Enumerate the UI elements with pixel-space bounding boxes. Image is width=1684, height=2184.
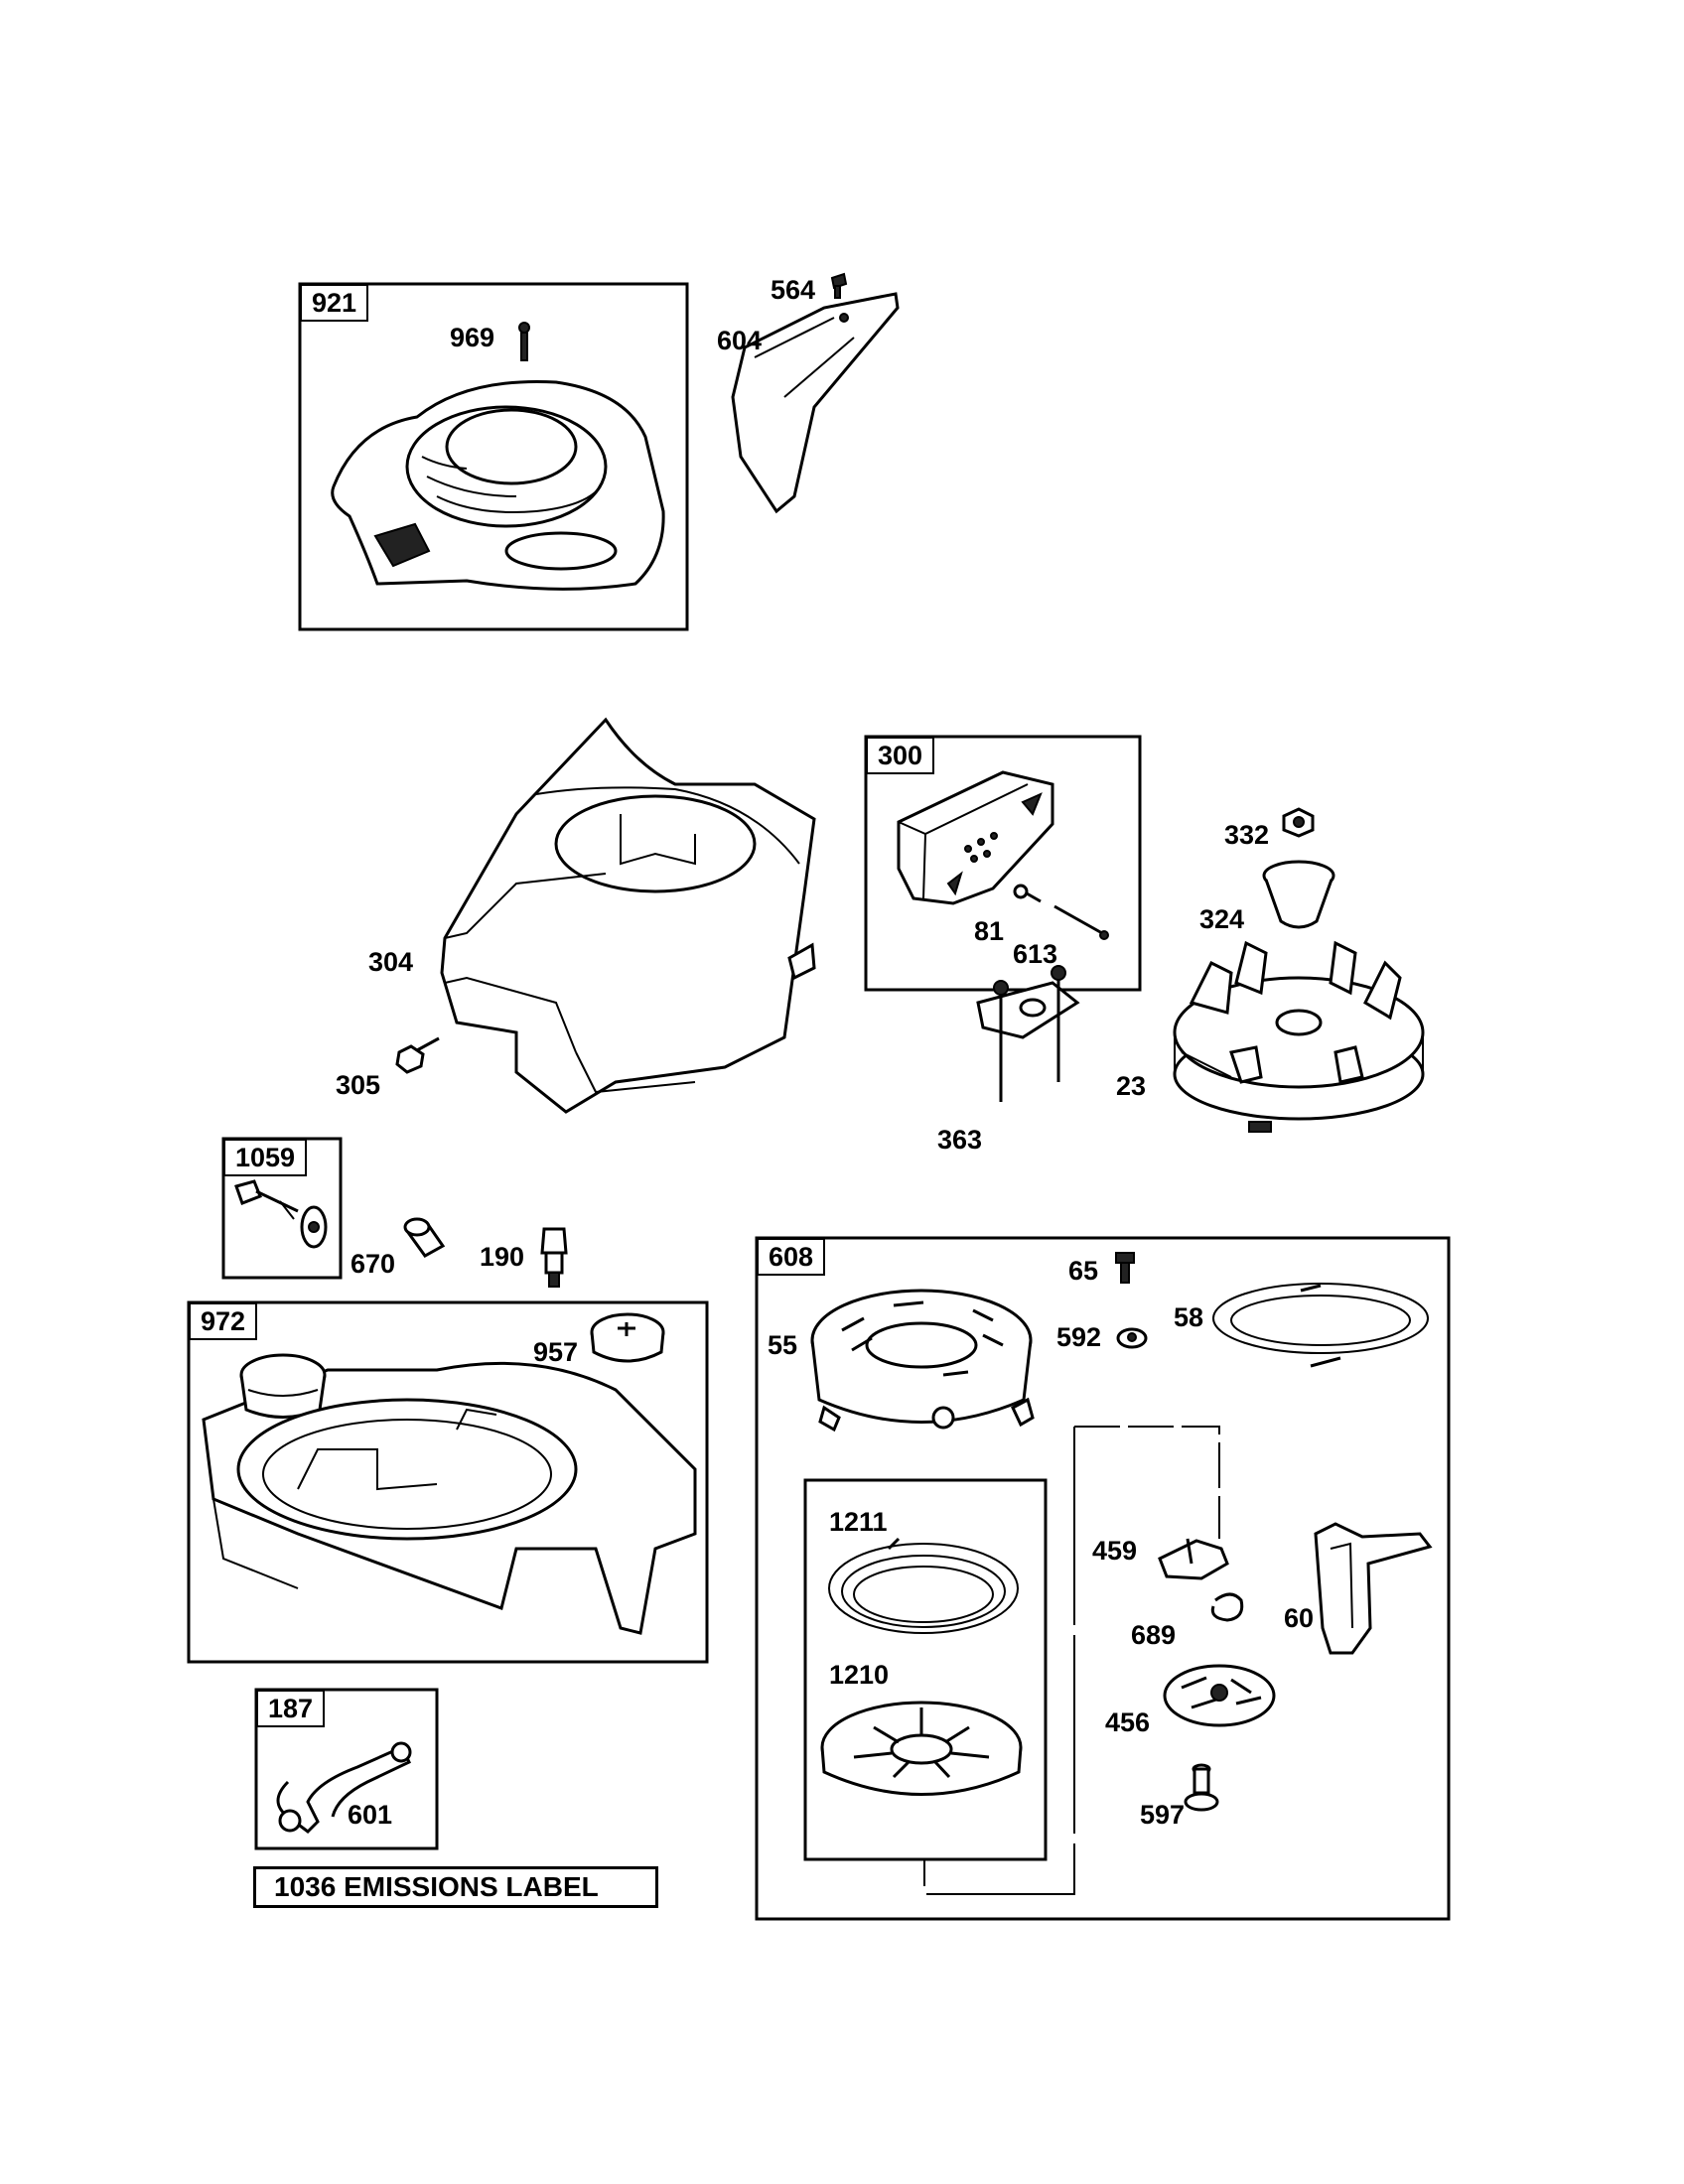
frame-608	[755, 1236, 1451, 1921]
blower-cover-921-icon	[331, 379, 665, 591]
handle-60-icon	[1314, 1522, 1433, 1655]
flywheel-23-icon	[1173, 940, 1425, 1133]
screw-597-icon	[1184, 1763, 1219, 1812]
fuel-tank-972-icon	[202, 1353, 697, 1635]
part-label-601: 601	[348, 1800, 393, 1830]
part-label-23: 23	[1116, 1071, 1147, 1101]
stud-1059-icon	[234, 1179, 328, 1249]
fitting-190-icon	[540, 1227, 568, 1288]
screw-65-icon	[1115, 1252, 1135, 1284]
part-label-670: 670	[351, 1249, 396, 1279]
part-label-613: 613	[1013, 939, 1058, 969]
part-label-58: 58	[1174, 1302, 1204, 1332]
nut-332-icon	[1282, 807, 1315, 838]
frame-921	[298, 282, 689, 631]
part-label-969: 969	[450, 323, 495, 352]
stud-613-icon	[1053, 904, 1109, 940]
frame-187	[254, 1688, 439, 1850]
link-line-upper	[1074, 1426, 1220, 1539]
rewind-spring-1211-icon	[828, 1537, 1019, 1634]
part-label-363: 363	[937, 1125, 983, 1155]
screw-564-icon	[830, 272, 848, 299]
group-tag-1059: 1059	[223, 1139, 308, 1176]
bolt-305-icon	[395, 1036, 440, 1074]
group-tag-187: 187	[256, 1690, 326, 1727]
bracket-363-icon	[976, 965, 1080, 1102]
group-tag-921: 921	[300, 284, 369, 322]
part-label-81: 81	[974, 916, 1005, 946]
fuel-line-187-icon	[276, 1741, 412, 1834]
baffle-604-icon	[731, 292, 900, 514]
part-label-55: 55	[768, 1330, 798, 1360]
part-label-604: 604	[717, 326, 763, 355]
part-label-689: 689	[1131, 1620, 1177, 1650]
part-label-60: 60	[1284, 1603, 1315, 1633]
blower-housing-304-icon	[440, 717, 816, 1114]
nut-592-icon	[1116, 1327, 1148, 1349]
part-label-957: 957	[533, 1337, 579, 1367]
clip-689-icon	[1210, 1592, 1244, 1622]
part-label-304: 304	[368, 947, 414, 977]
frame-972	[187, 1300, 709, 1664]
part-label-305: 305	[336, 1070, 381, 1100]
screw-81-icon	[1013, 884, 1042, 903]
muffler-300-icon	[897, 770, 1054, 905]
group-tag-972: 972	[189, 1302, 258, 1340]
starter-dog-459-icon	[1158, 1538, 1229, 1580]
part-label-597: 597	[1140, 1800, 1186, 1830]
part-label-1211: 1211	[829, 1507, 888, 1537]
emissions-label-caption: 1036 EMISSIONS LABEL	[253, 1866, 658, 1908]
link-line-left	[923, 1427, 1075, 1895]
part-label-456: 456	[1105, 1707, 1151, 1737]
recoil-housing-55-icon	[810, 1289, 1035, 1433]
pulley-1210-icon	[820, 1701, 1023, 1796]
starter-cup-324-icon	[1262, 860, 1335, 929]
part-label-190: 190	[480, 1242, 525, 1272]
part-label-65: 65	[1068, 1256, 1099, 1286]
group-tag-300: 300	[866, 737, 935, 774]
group-tag-608: 608	[757, 1238, 826, 1276]
part-label-592: 592	[1056, 1322, 1102, 1352]
spring-58-icon	[1212, 1283, 1429, 1368]
part-label-332: 332	[1224, 820, 1270, 850]
screw-969-icon	[518, 322, 530, 361]
fuel-cap-957-icon	[590, 1312, 665, 1363]
part-label-1210: 1210	[829, 1660, 890, 1690]
part-label-324: 324	[1199, 904, 1245, 934]
retainer-456-icon	[1163, 1664, 1276, 1727]
spacer-670-icon	[403, 1217, 446, 1258]
part-label-564: 564	[771, 275, 816, 305]
part-label-459: 459	[1092, 1536, 1138, 1566]
